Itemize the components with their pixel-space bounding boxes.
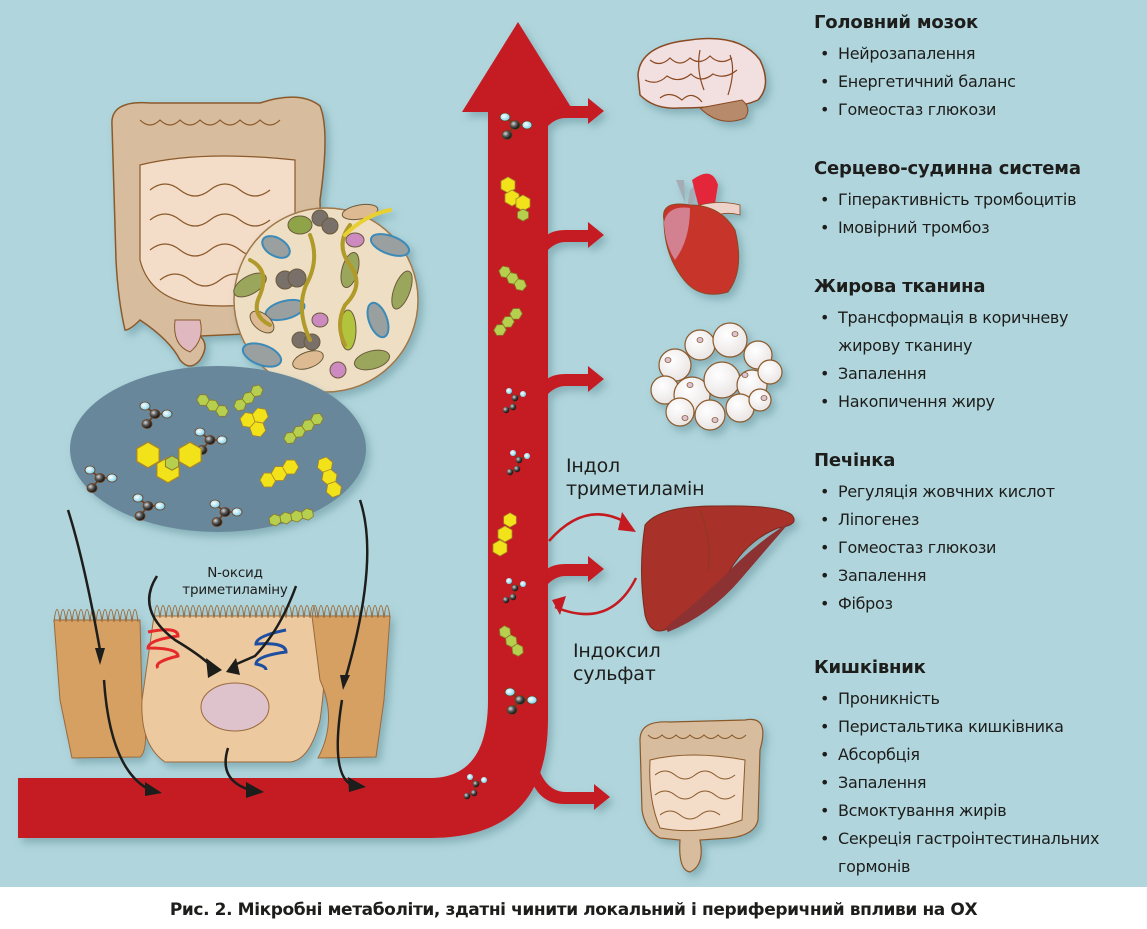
trimethylamine-n-label: триметиламіну (182, 582, 288, 598)
section-cardiovascular: Серцево-судинна система Гіперактивність … (814, 156, 1081, 242)
section-liver: Печінка Регуляція жовчних кислот Ліпоген… (814, 448, 1055, 618)
section-title: Головний мозок (814, 12, 979, 33)
section-title: Печінка (814, 450, 896, 471)
section-adipose: Жирова тканина Трансформація в коричневу… (814, 274, 1144, 416)
section-title: Жирова тканина (814, 276, 986, 297)
microbiome-disc (233, 203, 419, 393)
indole-tma-label: Індол триметиламін (566, 455, 705, 501)
effect-item: Запалення (814, 562, 1055, 590)
brain-illustration (637, 37, 767, 122)
effect-item: Запалення (814, 769, 1144, 797)
effects-list: Нейрозапалення Енергетичний баланс Гомео… (814, 40, 1016, 124)
receptor-blue (254, 628, 288, 671)
effect-item: Регуляція жовчних кислот (814, 478, 1055, 506)
effect-item: Гомеостаз глюкози (814, 534, 1055, 562)
effect-item: Імовірний тромбоз (814, 214, 1081, 242)
n-oxide-label: N-оксид (207, 565, 263, 581)
effect-item: Гомеостаз глюкози (814, 96, 1016, 124)
effect-item: Перистальтика кишківника (814, 713, 1144, 741)
liver-illustration (641, 505, 795, 632)
effect-item: Ліпогенез (814, 506, 1055, 534)
effects-list: Регуляція жовчних кислот Ліпогенез Гомео… (814, 478, 1055, 618)
metabolite-ellipse (70, 366, 366, 532)
effect-item: Проникність (814, 685, 1144, 713)
section-brain: Головний мозок Нейрозапалення Енергетичн… (814, 10, 1016, 124)
liver-loop-arrows (548, 513, 638, 616)
effect-item: Енергетичний баланс (814, 68, 1016, 96)
epithelial-cells (53, 605, 391, 763)
section-title: Кишківник (814, 657, 926, 678)
diagram-artwork (18, 22, 795, 873)
effect-item: Нейрозапалення (814, 40, 1016, 68)
gut-illustration (639, 718, 764, 873)
effect-item: Секреція гастроінтестинальних гормонів (814, 825, 1147, 881)
section-title: Серцево-судинна система (814, 158, 1081, 179)
transport-arrows (66, 499, 369, 792)
effect-item: Гіперактивність тромбоцитів (814, 186, 1081, 214)
indole-label: Індол (566, 455, 620, 477)
effect-item: Фіброз (814, 590, 1055, 618)
section-gut: Кишківник Проникність Перистальтика кишк… (814, 655, 1144, 881)
effects-list: Гіперактивність тромбоцитів Імовірний тр… (814, 186, 1081, 242)
trimethylamine-label: триметиламін (566, 478, 705, 500)
tmao-label: N-оксид триметиламіну (170, 565, 300, 599)
effect-item: Абсорбція (814, 741, 1144, 769)
sulfate-label: сульфат (573, 663, 656, 685)
blood-vessel (18, 22, 610, 838)
receptor-red (146, 628, 180, 669)
heart-illustration (663, 173, 741, 295)
effect-item: Запалення (814, 360, 1144, 388)
indoxyl-sulfate-label: Індоксил сульфат (573, 640, 661, 686)
effect-item: Трансформація в коричневу жирову тканину (814, 304, 1118, 360)
effects-list: Проникність Перистальтика кишківника Абс… (814, 685, 1144, 881)
effect-item: Всмоктування жирів (814, 797, 1144, 825)
figure-canvas: Індол триметиламін Індоксил сульфат N-ок… (0, 0, 1147, 887)
indoxyl-label: Індоксил (573, 640, 661, 662)
effect-item: Накопичення жиру (814, 388, 1144, 416)
adipose-illustration (650, 322, 783, 431)
effects-list: Трансформація в коричневу жирову тканину… (814, 304, 1144, 416)
figure-caption: Рис. 2. Мікробні метаболіти, здатні чини… (169, 900, 978, 920)
arrowheads (95, 648, 366, 798)
